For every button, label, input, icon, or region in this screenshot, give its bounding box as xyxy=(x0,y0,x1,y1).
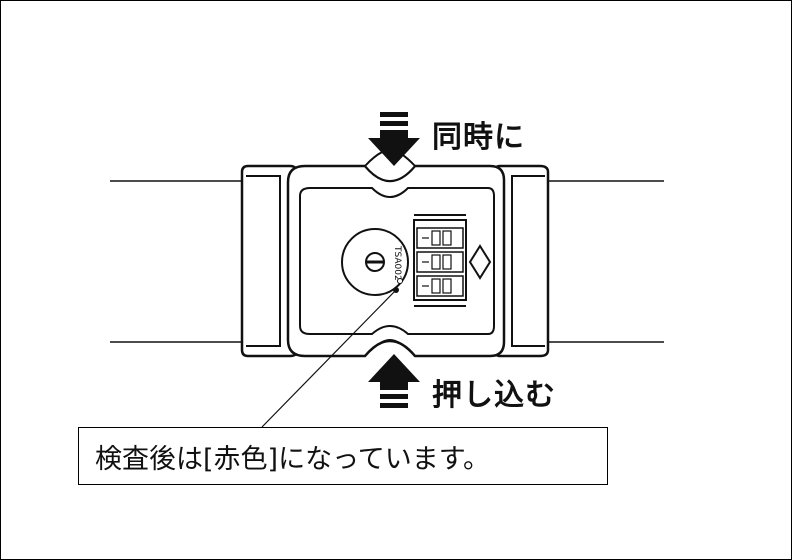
press-together-label: 同時に xyxy=(432,120,525,155)
inspection-note-text: 検査後は[赤色]になっています。 xyxy=(95,443,491,475)
leader-line xyxy=(261,289,397,428)
strap-right xyxy=(545,180,664,343)
strap-left xyxy=(110,180,250,343)
inspection-note: 検査後は[赤色]になっています。 xyxy=(78,427,608,485)
arrow-up-icon xyxy=(368,354,420,408)
combination-wheels xyxy=(413,214,492,307)
push-in-label: 押し込む xyxy=(432,378,556,413)
key-lock: TSA002 xyxy=(341,228,409,296)
arrow-down-icon xyxy=(368,112,420,166)
diamond-mark xyxy=(468,244,492,280)
tsa-code: TSA002 xyxy=(392,245,402,281)
